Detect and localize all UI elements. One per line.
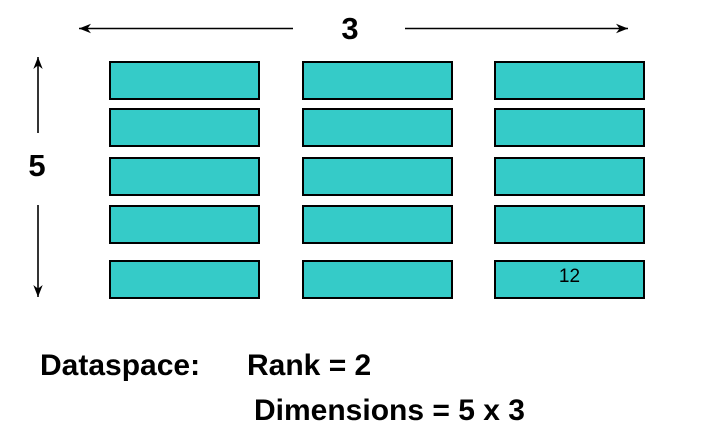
grid-cell-r2c2: [302, 108, 453, 147]
grid-cell-r3c3: [494, 157, 645, 196]
grid-cell-r1c3: [494, 61, 645, 100]
grid-cell-r2c3: [494, 108, 645, 147]
grid-cell-r1c1: [109, 61, 260, 100]
grid-cell-r3c1: [109, 157, 260, 196]
cell-value-label: 12: [558, 265, 581, 287]
grid-cell-r5c2: [302, 260, 453, 299]
grid-cell-r3c2: [302, 157, 453, 196]
dimensions-text: Dimensions = 5 x 3: [254, 394, 525, 427]
grid-cell-r5c3: 12: [494, 260, 645, 299]
rows-dimension-label: 5: [28, 148, 46, 183]
dataspace-label: Dataspace:: [40, 349, 201, 382]
grid-cell-r2c1: [109, 108, 260, 147]
grid-cell-r4c1: [109, 205, 260, 244]
grid-cell-r4c3: [494, 205, 645, 244]
grid-cell-r1c2: [302, 61, 453, 100]
rank-text: Rank = 2: [247, 349, 372, 382]
grid-cell-r4c2: [302, 205, 453, 244]
cols-dimension-label: 3: [341, 11, 359, 46]
grid-cell-r5c1: [109, 260, 260, 299]
